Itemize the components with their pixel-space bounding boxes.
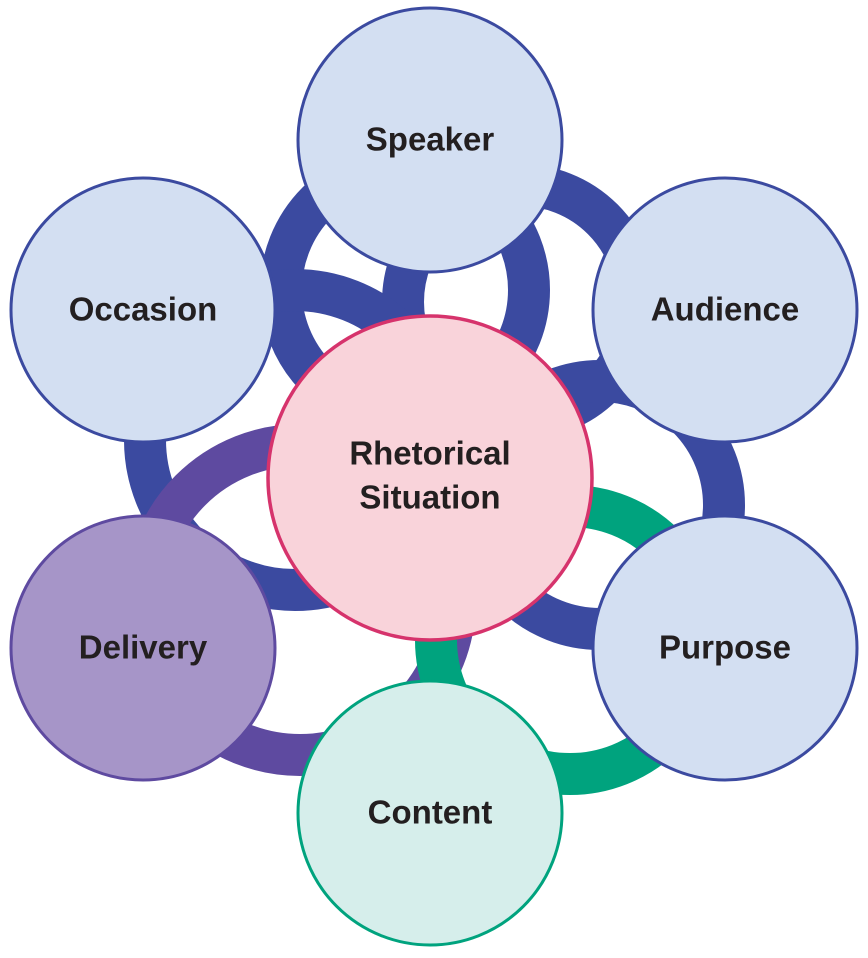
node-content: Content	[296, 679, 564, 947]
node-speaker-label: Speaker	[366, 121, 495, 158]
node-delivery-circle	[9, 514, 277, 782]
node-speaker-circle	[296, 6, 564, 274]
center-label-line-2: Situation	[359, 479, 500, 516]
node-content-label: Content	[368, 794, 493, 831]
node-occasion: Occasion	[9, 176, 277, 444]
center-node-circle	[266, 314, 594, 642]
node-purpose: Purpose	[591, 514, 859, 782]
node-purpose-label: Purpose	[659, 629, 791, 666]
node-delivery-label: Delivery	[79, 629, 208, 666]
node-speaker: Speaker	[296, 6, 564, 274]
node-occasion-label: Occasion	[69, 291, 218, 328]
node-delivery: Delivery	[9, 514, 277, 782]
node-audience: Audience	[591, 176, 859, 444]
node-audience-circle	[591, 176, 859, 444]
center-label-line-1: Rhetorical	[349, 435, 510, 472]
node-audience-label: Audience	[651, 291, 800, 328]
node-occasion-circle	[9, 176, 277, 444]
center-node: Rhetorical Situation	[266, 314, 594, 642]
node-purpose-circle	[591, 514, 859, 782]
node-content-circle	[296, 679, 564, 947]
